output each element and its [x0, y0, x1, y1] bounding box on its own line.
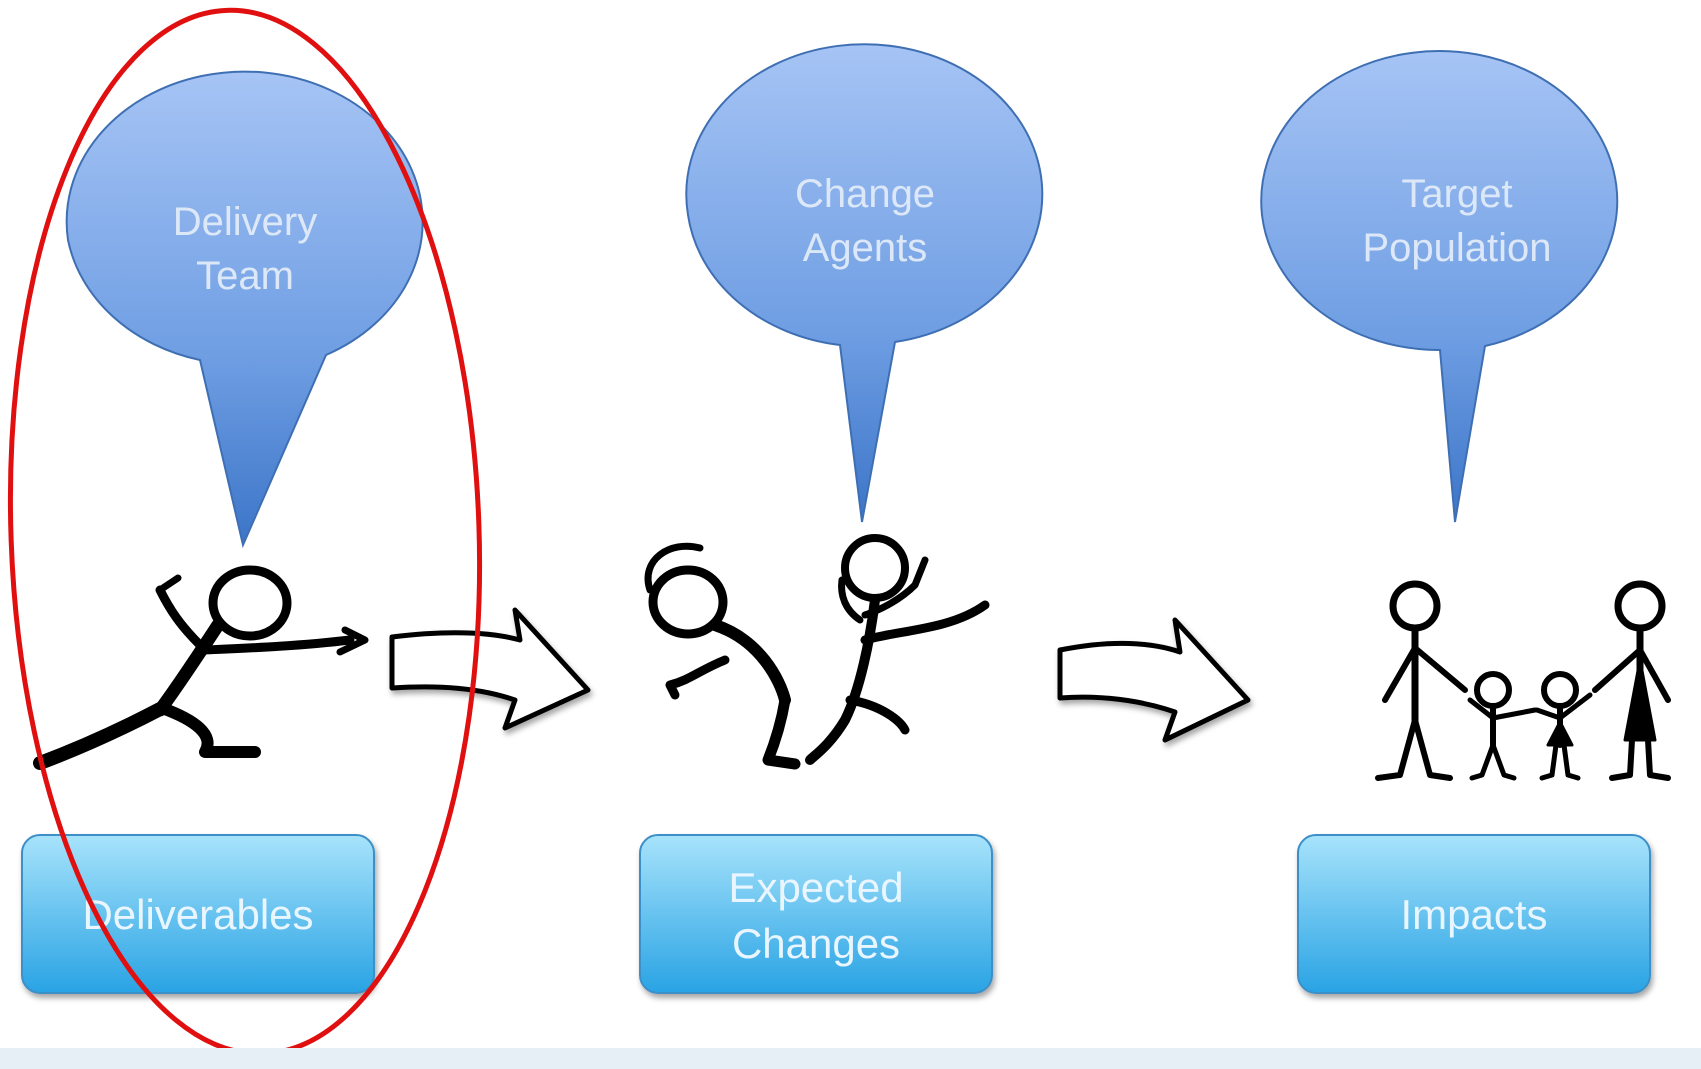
- box-deliverables: [21, 834, 375, 994]
- stick-figure-pointing-icon: [33, 565, 369, 770]
- arrow-right-icon: [1057, 617, 1251, 743]
- bubble-text-line: Change: [795, 172, 935, 216]
- bubble-text-line: Population: [1362, 226, 1551, 270]
- box-label: Expected: [728, 864, 903, 911]
- box-label: Deliverables: [82, 891, 313, 938]
- box-label: Impacts: [1400, 891, 1547, 938]
- bubble-text-line: Agents: [803, 226, 928, 270]
- arrow-right-icon: [389, 607, 591, 731]
- box-expected-changes: [639, 834, 993, 994]
- bottom-band: [0, 1048, 1701, 1069]
- bubble-text-line: Delivery: [173, 200, 317, 244]
- speech-bubble-target-population: Target Population: [1260, 50, 1619, 523]
- box-label: Changes: [732, 920, 900, 967]
- stick-figures-dancing-icon: [644, 534, 990, 770]
- bubble-text-line: Team: [196, 254, 294, 298]
- speech-bubble-delivery-team: Delivery Team: [65, 70, 424, 549]
- stick-figures-family-icon: [1375, 580, 1671, 781]
- bubble-text-line: Target: [1401, 172, 1512, 216]
- speech-bubble-change-agents: Change Agents: [685, 43, 1044, 523]
- box-impacts: [1297, 834, 1651, 994]
